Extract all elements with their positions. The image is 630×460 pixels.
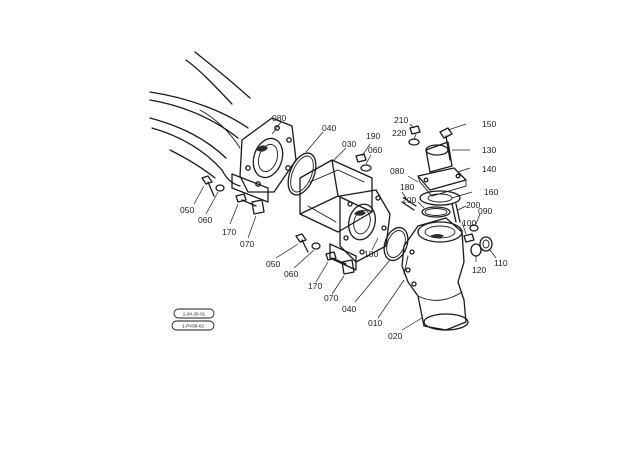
callout-150: 150 <box>482 119 496 129</box>
washer-090 <box>469 224 479 232</box>
bolt-150 <box>439 127 453 161</box>
callout-060: 060 <box>284 269 298 279</box>
callout-040: 040 <box>322 123 336 133</box>
axle-housing-flange <box>239 117 297 193</box>
axle-housing-tube <box>149 51 251 187</box>
plug-110 <box>479 236 493 252</box>
washer-060-top <box>360 164 372 172</box>
callout-060: 060 <box>368 145 382 155</box>
callout-020: 020 <box>388 331 402 341</box>
callout-170: 170 <box>222 227 236 237</box>
nut-210 <box>409 125 421 135</box>
callout-010: 010 <box>368 318 382 328</box>
washer-060-lower <box>311 242 321 250</box>
callout-labels: 080 040 030 190 060 210 220 150 130 140 … <box>180 113 508 341</box>
pin-200 <box>451 203 461 223</box>
callout-210: 210 <box>394 115 408 125</box>
callout-160: 160 <box>484 187 498 197</box>
bolt-170-upper <box>231 173 269 207</box>
callout-170: 170 <box>308 281 322 291</box>
callout-190: 190 <box>366 131 380 141</box>
gasket-140 <box>419 190 461 206</box>
callout-030: 030 <box>342 139 356 149</box>
reference-tag-lower-text: 1-PV98-02 <box>182 324 204 329</box>
callout-180: 180 <box>400 182 414 192</box>
callout-060: 060 <box>198 215 212 225</box>
o-ring-160 <box>421 206 451 218</box>
bolt-050-upper <box>201 175 215 197</box>
callout-050: 050 <box>180 205 194 215</box>
callout-220: 220 <box>392 128 406 138</box>
o-ring-040-upper <box>287 152 317 196</box>
callout-070: 070 <box>324 293 338 303</box>
callout-130: 130 <box>482 145 496 155</box>
reference-tag-upper: 1-04-28-01 <box>173 308 215 319</box>
callout-120: 120 <box>472 265 486 275</box>
washer-060-upper <box>215 184 225 192</box>
callout-200: 200 <box>466 200 480 210</box>
callout-180: 180 <box>364 249 378 259</box>
callout-040: 040 <box>342 304 356 314</box>
bolt-050-lower <box>295 233 309 253</box>
callout-070: 070 <box>240 239 254 249</box>
callout-200: 200 <box>402 195 416 205</box>
nut-190 <box>355 153 367 163</box>
reference-tag-lower: 1-PV98-02 <box>171 320 215 331</box>
bushing-070-upper <box>251 199 265 215</box>
callout-080: 080 <box>390 166 404 176</box>
callout-100: 100 <box>462 218 476 228</box>
callout-080: 080 <box>272 113 286 123</box>
callout-090: 090 <box>478 206 492 216</box>
washer-120 <box>470 243 482 257</box>
callout-050: 050 <box>266 259 280 269</box>
callout-110: 110 <box>494 258 508 268</box>
reference-tag-upper-text: 1-04-28-01 <box>183 312 206 317</box>
pin-180 <box>401 197 417 211</box>
nut-100 <box>463 233 475 243</box>
callout-140: 140 <box>482 164 496 174</box>
bushing-070-lower <box>341 259 355 275</box>
bolt-170-lower <box>325 243 357 271</box>
gear-case-020 <box>401 217 469 331</box>
leader-lines <box>193 121 497 331</box>
case-030 <box>299 159 391 263</box>
